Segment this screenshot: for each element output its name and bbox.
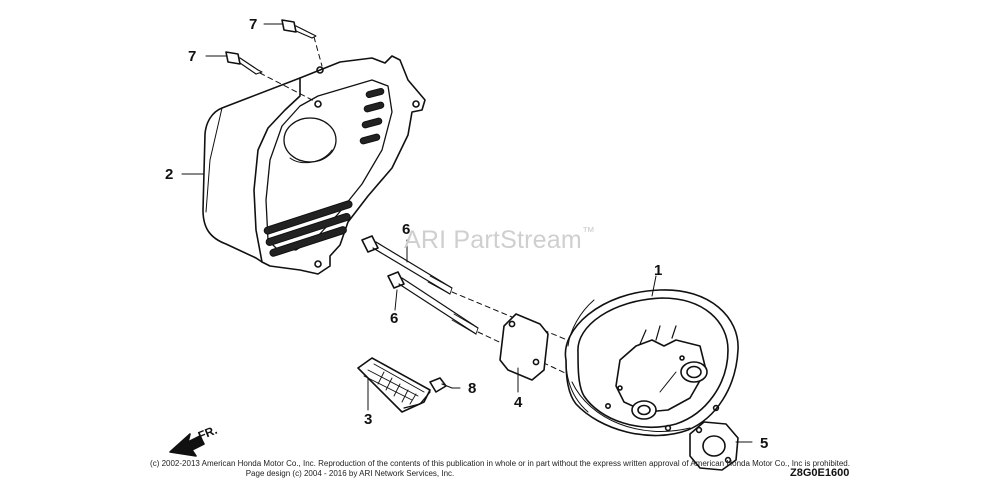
muffler-body-part xyxy=(564,289,739,437)
arrester-screw-part xyxy=(429,377,453,393)
spark-arrester-part xyxy=(357,357,431,413)
callout-7-lower: 7 xyxy=(188,48,197,65)
leader-lines xyxy=(181,23,753,443)
flange-bolt-lower xyxy=(225,51,263,75)
muffler-gasket-plate xyxy=(499,313,549,381)
front-direction-arrow xyxy=(169,433,205,457)
callout-7-upper: 7 xyxy=(249,16,258,33)
callout-1: 1 xyxy=(654,262,663,279)
callout-8: 8 xyxy=(468,380,477,397)
callout-5: 5 xyxy=(760,435,769,452)
outlet-gasket-part xyxy=(689,421,739,471)
flange-bolt-upper xyxy=(281,19,317,39)
long-bolt-upper xyxy=(361,235,453,295)
callout-4: 4 xyxy=(514,394,523,411)
callout-6-upper: 6 xyxy=(402,221,411,238)
copyright-line-1: (c) 2002-2013 American Honda Motor Co., … xyxy=(150,459,850,468)
muffler-protector-part xyxy=(202,55,426,275)
diagram-code: Z8G0E1600 xyxy=(790,467,850,479)
callout-2: 2 xyxy=(165,166,174,183)
callout-3: 3 xyxy=(364,411,373,428)
ari-partstream-watermark: ARI PartStream™ xyxy=(404,224,596,254)
long-bolt-lower xyxy=(387,271,479,335)
copyright-line-2: Page design (c) 2004 - 2016 by ARI Netwo… xyxy=(245,469,455,478)
callout-6-lower: 6 xyxy=(390,310,399,327)
